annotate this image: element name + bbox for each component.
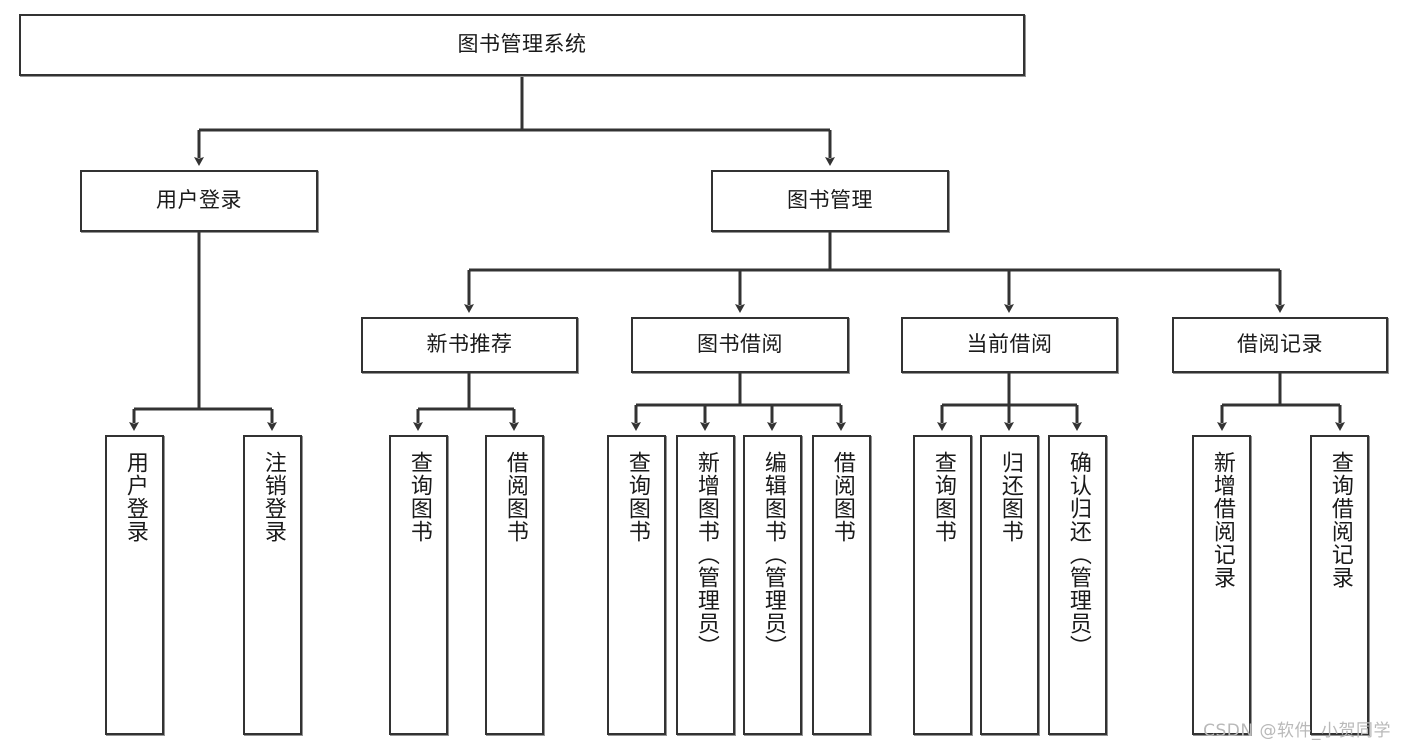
leaf-user-login[interactable]: 用户登录 bbox=[105, 435, 164, 735]
node-current-borrow[interactable]: 当前借阅 bbox=[901, 317, 1118, 373]
node-root[interactable]: 图书管理系统 bbox=[19, 14, 1025, 76]
csdn-watermark: CSDN @软件_小贺同学 bbox=[1203, 721, 1391, 741]
node-new-book-recommend-label: 新书推荐 bbox=[426, 332, 513, 357]
node-user-login[interactable]: 用户登录 bbox=[80, 170, 318, 232]
leaf-edit-book-admin-label: 编辑图书（管理员） bbox=[760, 451, 786, 658]
leaf-add-borrow-record-label: 新增借阅记录 bbox=[1209, 451, 1235, 589]
leaf-edit-book-admin[interactable]: 编辑图书（管理员） bbox=[743, 435, 802, 735]
leaf-borrow-book-newbook[interactable]: 借阅图书 bbox=[485, 435, 544, 735]
leaf-add-borrow-record[interactable]: 新增借阅记录 bbox=[1192, 435, 1251, 735]
node-book-management[interactable]: 图书管理 bbox=[711, 170, 949, 232]
node-current-borrow-label: 当前借阅 bbox=[966, 332, 1053, 357]
leaf-query-book-current[interactable]: 查询图书 bbox=[913, 435, 972, 735]
leaf-add-book-admin[interactable]: 新增图书（管理员） bbox=[676, 435, 735, 735]
node-book-management-label: 图书管理 bbox=[787, 188, 873, 213]
leaf-query-borrow-record-label: 查询借阅记录 bbox=[1327, 451, 1353, 589]
leaf-borrow-book-newbook-label: 借阅图书 bbox=[502, 451, 528, 543]
leaf-query-book-borrow[interactable]: 查询图书 bbox=[607, 435, 666, 735]
node-user-login-label: 用户登录 bbox=[156, 188, 242, 213]
node-book-borrow[interactable]: 图书借阅 bbox=[631, 317, 849, 373]
leaf-query-book-borrow-label: 查询图书 bbox=[624, 451, 650, 543]
leaf-add-book-admin-label: 新增图书（管理员） bbox=[693, 451, 719, 658]
leaf-borrow-book-borrow[interactable]: 借阅图书 bbox=[812, 435, 871, 735]
leaf-query-book-current-label: 查询图书 bbox=[930, 451, 956, 543]
leaf-query-borrow-record[interactable]: 查询借阅记录 bbox=[1310, 435, 1369, 735]
leaf-user-login-label: 用户登录 bbox=[122, 451, 148, 543]
node-book-borrow-label: 图书借阅 bbox=[697, 332, 783, 357]
node-root-label: 图书管理系统 bbox=[457, 32, 587, 57]
node-borrow-records[interactable]: 借阅记录 bbox=[1172, 317, 1388, 373]
leaf-confirm-return-admin[interactable]: 确认归还（管理员） bbox=[1048, 435, 1107, 735]
node-borrow-records-label: 借阅记录 bbox=[1237, 332, 1323, 357]
leaf-return-book[interactable]: 归还图书 bbox=[980, 435, 1039, 735]
node-new-book-recommend[interactable]: 新书推荐 bbox=[361, 317, 578, 373]
leaf-logout[interactable]: 注销登录 bbox=[243, 435, 302, 735]
leaf-confirm-return-admin-label: 确认归还（管理员） bbox=[1065, 451, 1091, 658]
leaf-query-book-newbook-label: 查询图书 bbox=[406, 451, 432, 543]
leaf-logout-label: 注销登录 bbox=[260, 451, 286, 543]
leaf-return-book-label: 归还图书 bbox=[997, 451, 1023, 543]
leaf-borrow-book-borrow-label: 借阅图书 bbox=[829, 451, 855, 543]
leaf-query-book-newbook[interactable]: 查询图书 bbox=[389, 435, 448, 735]
